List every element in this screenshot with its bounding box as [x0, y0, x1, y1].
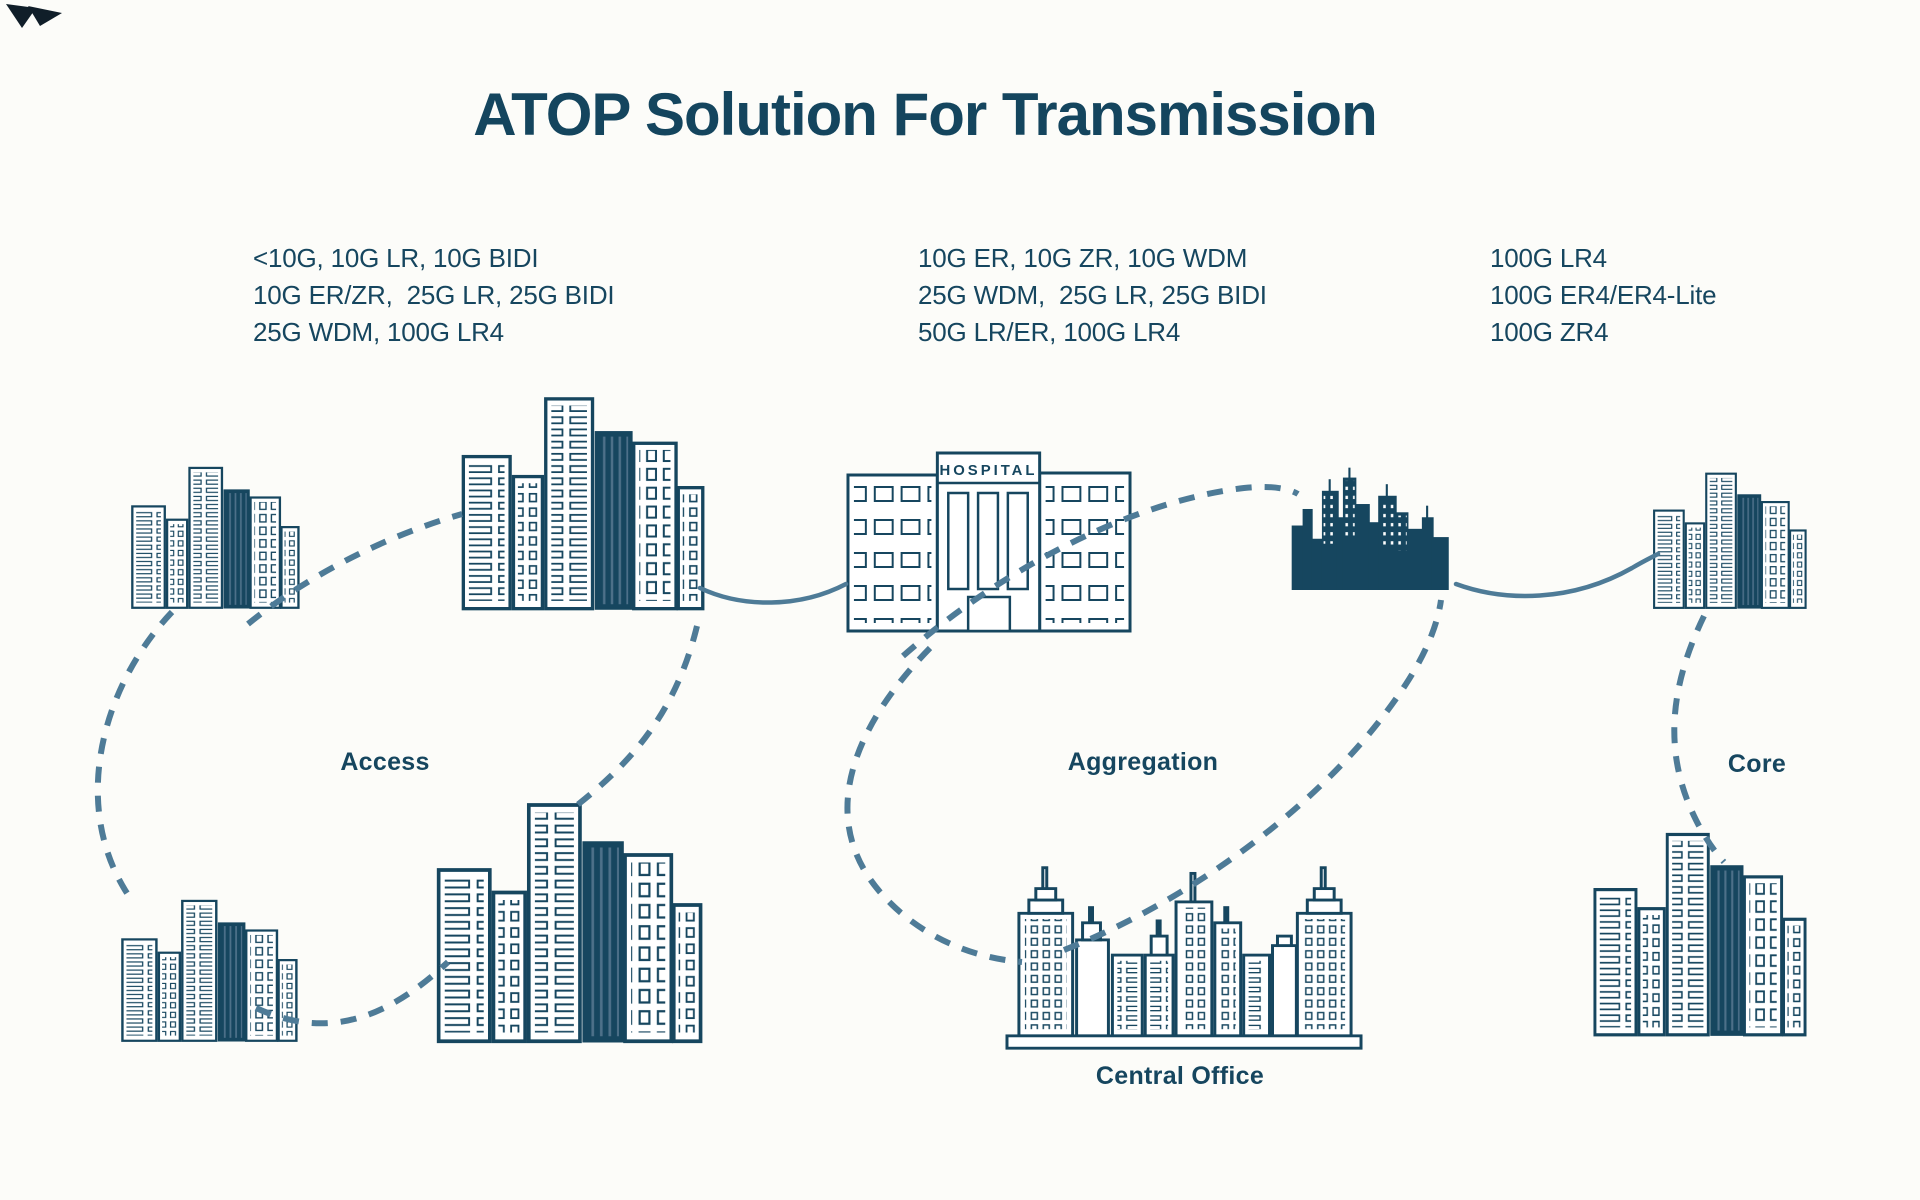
spec-line: 10G ER, 10G ZR, 10G WDM: [918, 243, 1248, 273]
aggregation-label: Aggregation: [1067, 748, 1219, 776]
spec-line: 10G ER/ZR, 25G LR, 25G BIDI: [253, 280, 615, 310]
access-label: Access: [340, 748, 430, 776]
central-office-label: Central Office: [1095, 1062, 1265, 1090]
access-city-top-icon: [130, 462, 300, 610]
aggregation-skyline-icon: [1290, 466, 1458, 590]
page-title: ATOP Solution For Transmission: [473, 81, 1377, 148]
skyline-core-link-path: [1453, 551, 1661, 599]
access-hospital-link-path: [697, 581, 849, 605]
corner-mark: [6, 4, 62, 28]
aggregation-ring-left-path: [844, 645, 1023, 965]
spec-block-access: <10G, 10G LR, 10G BIDI 10G ER/ZR, 25G LR…: [253, 240, 615, 351]
spec-line: <10G, 10G LR, 10G BIDI: [253, 243, 539, 273]
spec-line: 100G LR4: [1490, 243, 1607, 273]
spec-line: 100G ZR4: [1490, 317, 1609, 347]
central-office-icon: [1005, 862, 1363, 1052]
spec-block-aggregation: 10G ER, 10G ZR, 10G WDM 25G WDM, 25G LR,…: [918, 240, 1267, 351]
spec-block-core: 100G LR4 100G ER4/ER4-Lite 100G ZR4: [1490, 240, 1717, 351]
access-city-bottom-icon: [435, 795, 703, 1045]
hospital-icon: [845, 445, 1133, 635]
core-city-top-icon: [1652, 468, 1807, 610]
spec-line: 50G LR/ER, 100G LR4: [918, 317, 1181, 347]
spec-line: 100G ER4/ER4-Lite: [1490, 280, 1717, 310]
core-label: Core: [1727, 750, 1787, 778]
spec-line: 25G WDM, 100G LR4: [253, 317, 504, 347]
spec-line: 25G WDM, 25G LR, 25G BIDI: [918, 280, 1267, 310]
core-city-bottom-icon: [1592, 826, 1807, 1038]
access-city-bottom-left-icon: [120, 895, 298, 1043]
access-ring-right-path: [574, 625, 700, 809]
access-ring-left-path: [94, 609, 175, 904]
access-city-main-icon: [460, 390, 705, 612]
